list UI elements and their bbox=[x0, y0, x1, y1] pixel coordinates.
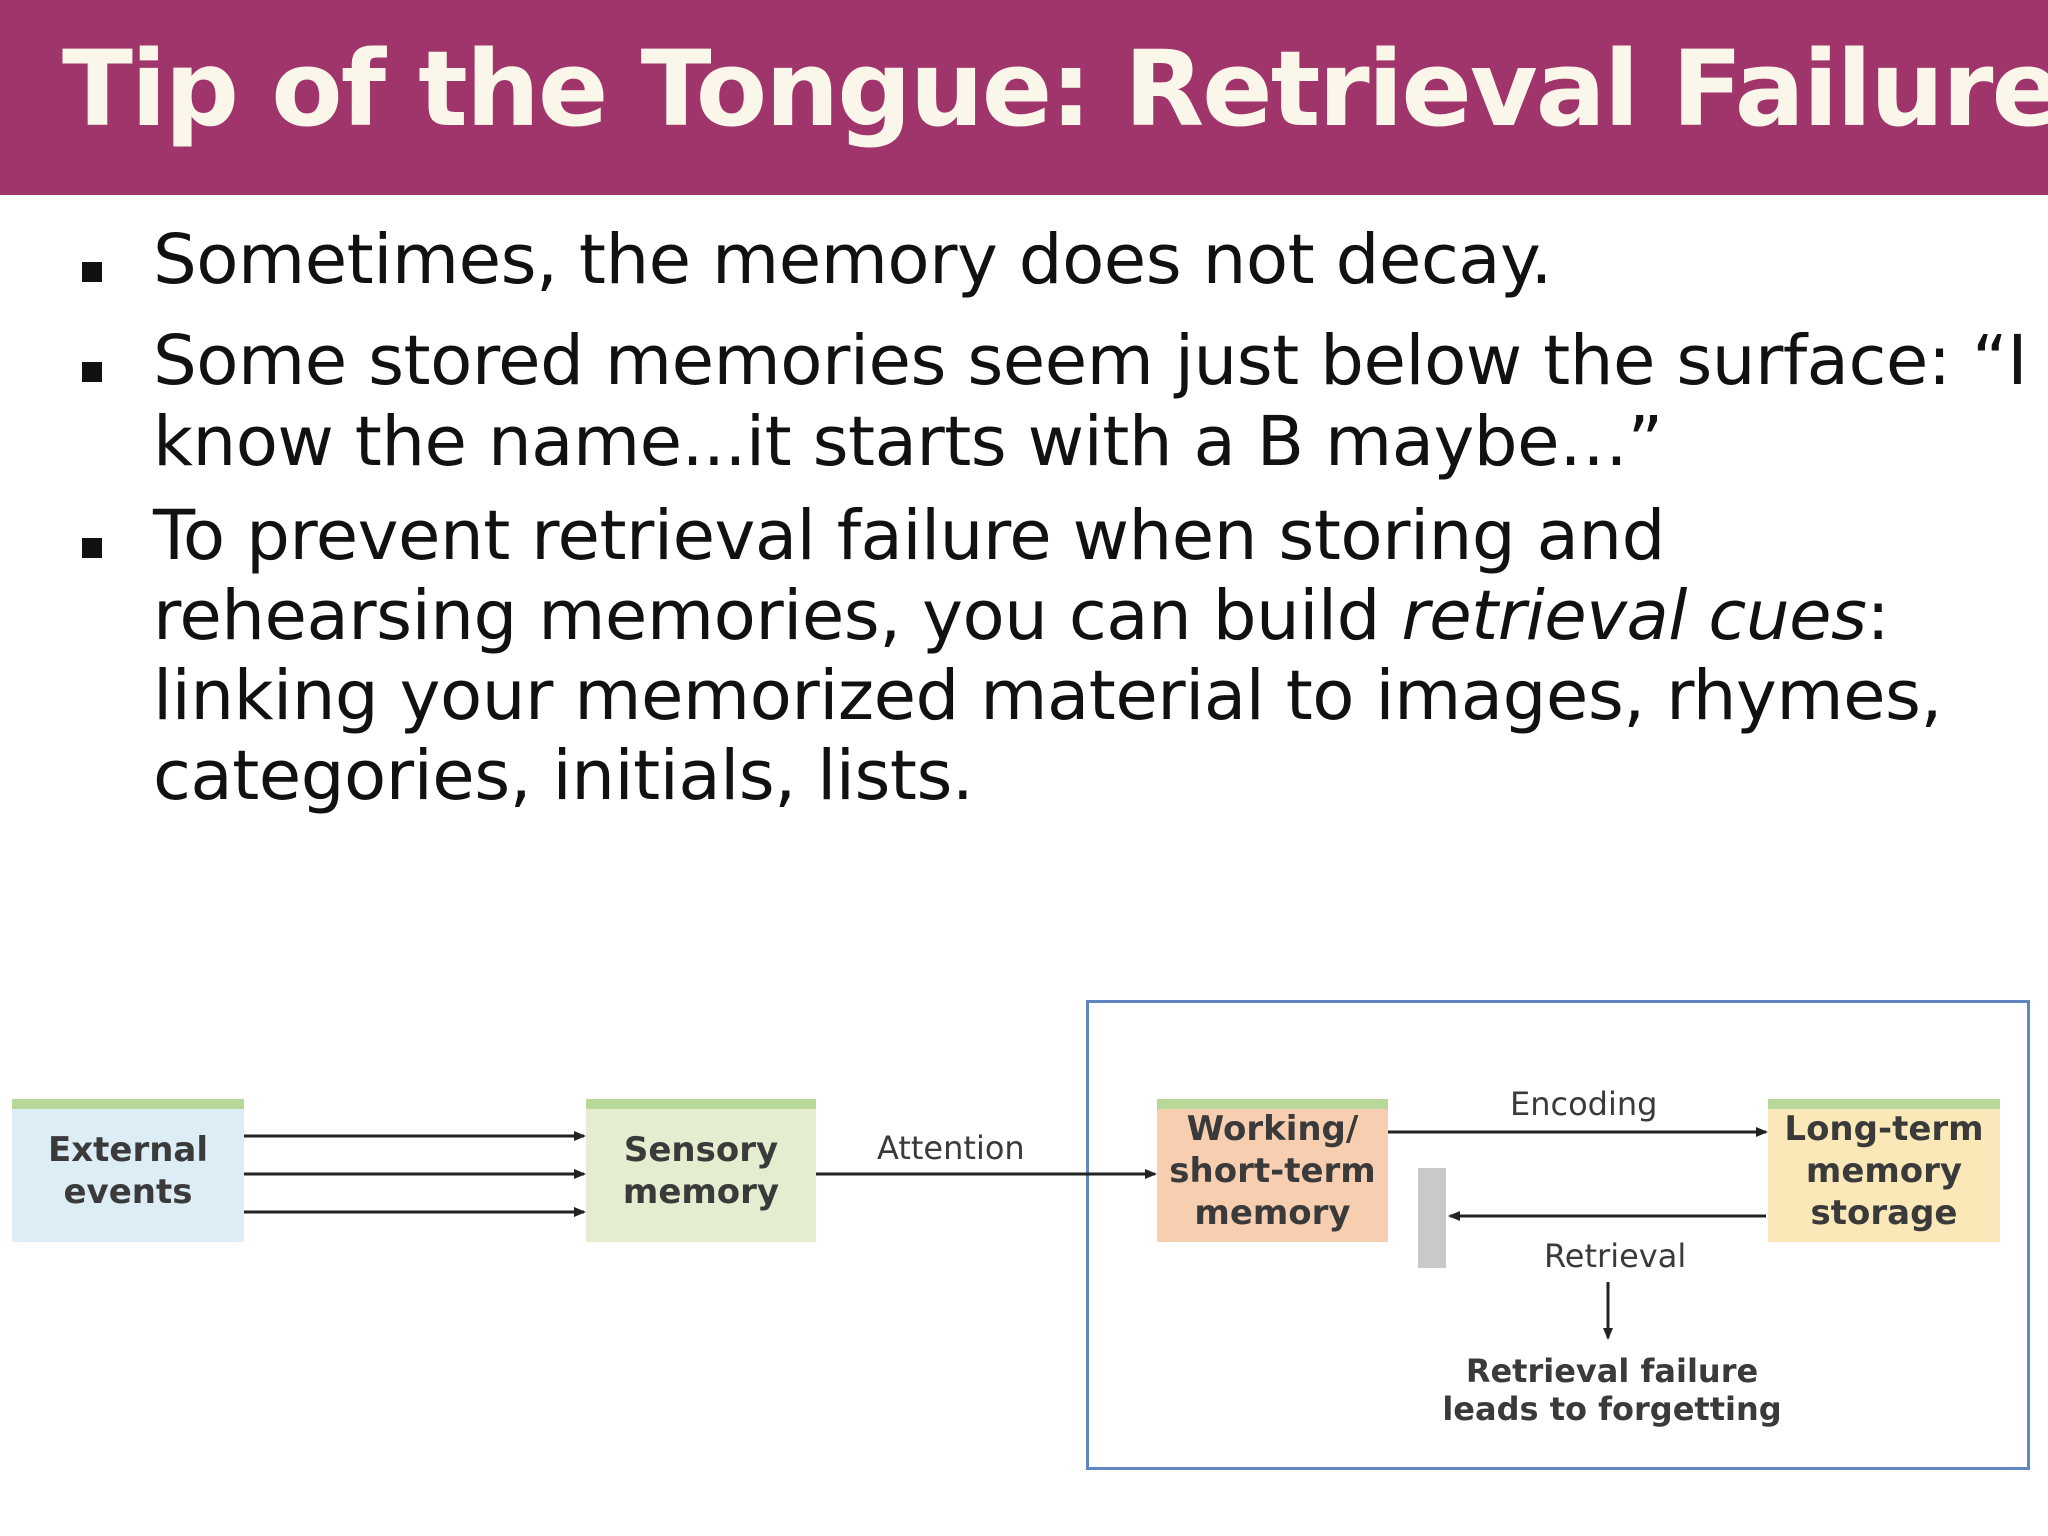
encoding-label: Encoding bbox=[1510, 1085, 1658, 1123]
bullet-text-line: know the name...it starts with a B maybe… bbox=[153, 402, 1663, 482]
box-label-line: short-term bbox=[1169, 1150, 1376, 1191]
note-line: leads to forgetting bbox=[1442, 1390, 1782, 1428]
note-line: Retrieval failure bbox=[1465, 1352, 1759, 1390]
external-events-box: External events bbox=[12, 1099, 244, 1242]
box-label-line: External bbox=[47, 1129, 209, 1170]
sensory-memory-box: Sensory memory bbox=[586, 1099, 816, 1242]
box-label-line: memory bbox=[622, 1171, 780, 1212]
box-label-line: Long-term bbox=[1784, 1108, 1984, 1149]
box-label-line: events bbox=[63, 1171, 193, 1212]
bullet-text-line: categories, initials, lists. bbox=[153, 736, 974, 816]
box-label-line: Working/ bbox=[1186, 1108, 1359, 1149]
bullet-text-line: To prevent retrieval failure when storin… bbox=[153, 496, 1665, 576]
bullet-marker bbox=[82, 362, 102, 382]
bullet-marker bbox=[82, 538, 102, 558]
text-segment: categories, initials, lists. bbox=[153, 736, 974, 816]
diagram-frame bbox=[1086, 1000, 2030, 1470]
box-label-line: Sensory bbox=[623, 1129, 779, 1170]
bullet-text-line: Some stored memories seem just below the… bbox=[153, 321, 2028, 401]
retrieval-label: Retrieval bbox=[1544, 1237, 1687, 1275]
bullet-text-line: linking your memorized material to image… bbox=[153, 656, 1942, 736]
text-segment: : bbox=[1866, 576, 1890, 656]
emphasis-text: retrieval cues bbox=[1401, 576, 1867, 656]
text-segment: rehearsing memories, you can build bbox=[153, 576, 1402, 656]
attention-label: Attention bbox=[877, 1129, 1025, 1167]
text-segment: Sometimes, the memory does not decay. bbox=[153, 220, 1552, 300]
title-bar: Tip of the Tongue: Retrieval Failure bbox=[0, 0, 2048, 195]
working-memory-box: Working/ short-term memory bbox=[1157, 1099, 1388, 1242]
box-label-line: memory bbox=[1194, 1192, 1351, 1233]
retrieval-block-bar bbox=[1418, 1168, 1446, 1268]
text-segment: know the name...it starts with a B maybe… bbox=[153, 402, 1663, 482]
box-label-line: storage bbox=[1810, 1192, 1958, 1233]
retrieval-failure-note: Retrieval failure leads to forgetting bbox=[1432, 1352, 1792, 1428]
bullet-text-line: rehearsing memories, you can build retri… bbox=[153, 576, 1890, 656]
bullet-text-line: Sometimes, the memory does not decay. bbox=[153, 220, 1552, 300]
text-segment: Some stored memories seem just below the… bbox=[153, 321, 2028, 401]
slide-title: Tip of the Tongue: Retrieval Failure bbox=[62, 28, 2048, 150]
box-label-line: memory bbox=[1805, 1150, 1963, 1191]
bullet-marker bbox=[82, 262, 102, 282]
text-segment: To prevent retrieval failure when storin… bbox=[153, 496, 1665, 576]
text-segment: linking your memorized material to image… bbox=[153, 656, 1942, 736]
long-term-memory-box: Long-term memory storage bbox=[1768, 1099, 2000, 1242]
